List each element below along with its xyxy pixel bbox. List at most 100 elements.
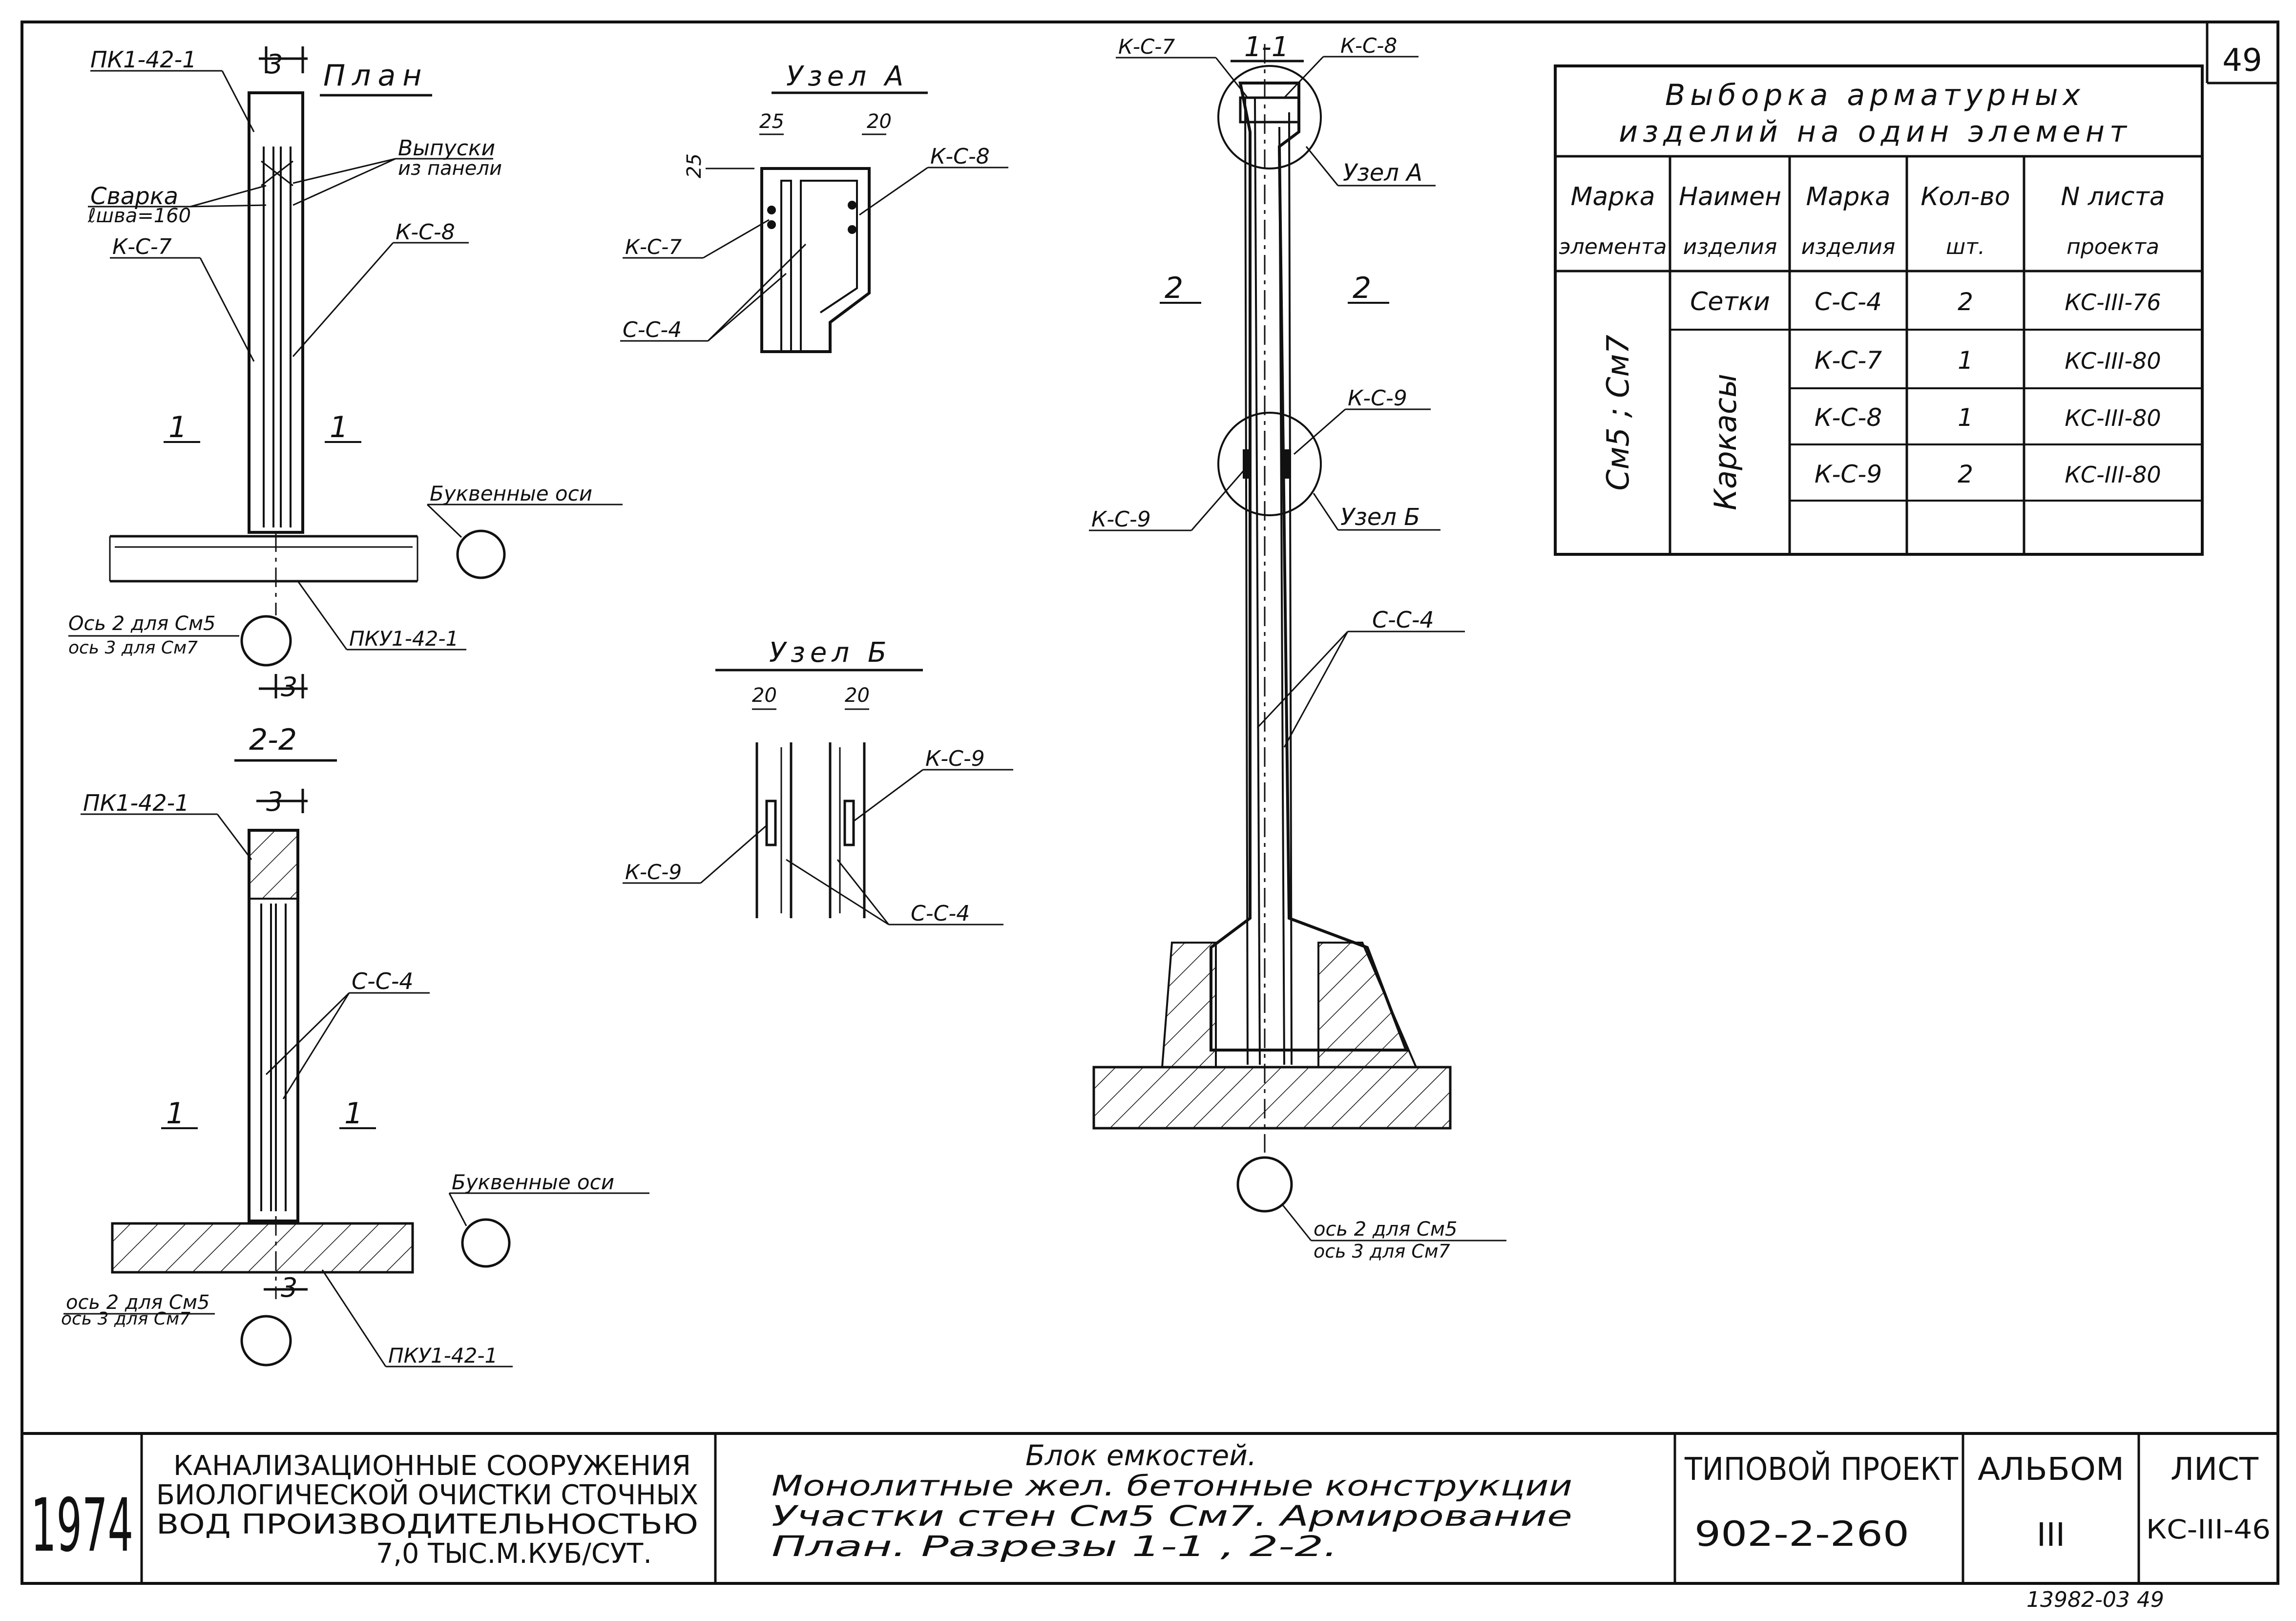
nodeB-dim-2: 20	[845, 684, 870, 707]
table-group-frames: Каркасы	[1708, 374, 1743, 510]
nodeB-dim-1: 20	[752, 684, 777, 707]
nodeA-kc7-label: К-С-7	[625, 235, 682, 259]
sec22-axis-note-1: ось 2 для См5	[66, 1291, 209, 1314]
title-year: 1974	[31, 1483, 133, 1568]
sec11-node-b-circle	[1217, 412, 1322, 516]
sec11-axis-note-2: ось 3 для См7	[1314, 1241, 1450, 1262]
sec22-slab	[111, 1222, 414, 1274]
row1-sheet: КС-III-76	[2065, 289, 2161, 316]
header-sheet-1: N листа	[2061, 182, 2165, 211]
plan-kc7-label: К-С-7	[112, 234, 172, 259]
plan-letter-axes-label: Буквенные оси	[430, 482, 592, 505]
sec22-number-axis-bubble	[240, 1315, 292, 1367]
row2-mark: К-С-7	[1815, 346, 1882, 375]
row1-mark: С-С-4	[1815, 288, 1882, 316]
plan-welding-2: ℓшва=160	[87, 205, 191, 227]
sec22-axis-note-2: ось 3 для См7	[61, 1309, 190, 1329]
album-number: III	[2037, 1516, 2065, 1554]
plan-view: План 3 ПК1-42-1 Выпуски из панели Сварка…	[68, 46, 623, 702]
nodeB-kc9-left-label: К-С-9	[625, 860, 682, 884]
sheet-border	[21, 21, 2279, 1585]
sec11-kc9-left-label: К-С-9	[1091, 507, 1151, 532]
header-qty-2: шт.	[1946, 234, 1985, 259]
org-line-1: КАНАЛИЗАЦИОННЫЕ СООРУЖЕНИЯ	[173, 1450, 691, 1482]
org-line-3: ВОД ПРОИЗВОДИТЕЛЬНОСТЬЮ	[156, 1509, 698, 1540]
row3-qty: 1	[1958, 403, 1973, 432]
plan-letter-axis-bubble	[456, 529, 506, 579]
table-title-2: изделий на один элемент	[1619, 115, 2131, 149]
sec11-kc7-label: К-С-7	[1118, 35, 1175, 59]
sec11-nodeA-label: Узел А	[1343, 159, 1422, 187]
header-name-1: Наимен	[1679, 182, 1781, 211]
desc-line-3: Участки стен См5 См7. Армирование	[772, 1499, 1572, 1533]
row4-sheet: КС-III-80	[2065, 462, 2161, 488]
plan-axis-note-1: Ось 2 для См5	[68, 612, 215, 635]
nodeA-cc4-label: С-С-4	[623, 317, 682, 342]
sec22-section-right: 1	[344, 1096, 363, 1131]
plan-title: План	[323, 59, 428, 93]
sheet-number: 49	[2222, 42, 2262, 79]
sheet-code: КС-III-46	[2146, 1514, 2271, 1545]
section-1-1: 1-1 К-С-7 К-С-8 Узел А 2 2 К-С-9 К-С-9	[1089, 31, 1506, 1262]
sec11-nodeB-label: Узел Б	[1340, 504, 1420, 531]
header-name-2: изделия	[1683, 234, 1777, 259]
sec11-cc4-label: С-С-4	[1372, 607, 1434, 633]
row2-sheet: КС-III-80	[2065, 348, 2161, 374]
header-qty-1: Кол-во	[1920, 182, 2010, 211]
row3-sheet: КС-III-80	[2065, 405, 2161, 431]
sec22-cc4-label: С-С-4	[352, 968, 414, 994]
row1-qty: 2	[1958, 288, 1973, 316]
nodeA-dim-1: 25	[759, 110, 784, 133]
nodeA-dim-2: 20	[867, 110, 892, 133]
plan-outlets-2: из панели	[398, 157, 502, 180]
plan-number-axis-bubble	[240, 615, 292, 667]
table-element-mark: См5 ; См7	[1600, 335, 1636, 490]
plan-section-right: 1	[330, 410, 348, 444]
nodeB-cc4-label: С-С-4	[911, 901, 970, 926]
sec11-kc8-label: К-С-8	[1340, 34, 1397, 58]
sec22-beam-label: ПКУ1-42-1	[388, 1344, 498, 1368]
sec11-axis-note-1: ось 2 для См5	[1314, 1218, 1457, 1241]
plan-bottom-cut-mark: 3	[281, 672, 297, 702]
header-element-2: элемента	[1559, 234, 1667, 259]
plan-outlets-1: Выпуски	[398, 136, 495, 161]
header-mark-1: Марка	[1806, 182, 1890, 211]
row4-mark: К-С-9	[1815, 460, 1882, 488]
desc-line-4: План. Разрезы 1-1 , 2-2.	[772, 1530, 1338, 1563]
project-number: 902-2-260	[1694, 1514, 1909, 1554]
nodeA-dim-3: 25	[683, 153, 706, 178]
table-title-1: Выборка арматурных	[1665, 78, 2085, 112]
header-element-1: Марка	[1570, 182, 1655, 211]
sec22-letter-axes-label: Буквенные оси	[452, 1170, 614, 1194]
nodeB-kc9-right-label: К-С-9	[925, 746, 985, 771]
plan-panel-label: ПК1-42-1	[90, 46, 197, 73]
row2-qty: 1	[1958, 346, 1973, 375]
plan-beam-label: ПКУ1-42-1	[349, 627, 459, 651]
sec11-title: 1-1	[1244, 31, 1289, 63]
plan-cut-mark: 3	[266, 49, 283, 80]
table-group-nets: Сетки	[1690, 287, 1770, 316]
desc-line-1: Блок емкостей.	[1025, 1439, 1256, 1472]
sec22-title: 2-2	[249, 723, 297, 757]
section-2-2: 2-2 3 ПК1-42-1 С-С-4 1 1 Буквенные оси 3…	[61, 723, 649, 1368]
title-block: 1974 КАНАЛИЗАЦИОННЫЕ СООРУЖЕНИЯ БИОЛОГИЧ…	[22, 1432, 2278, 1583]
plan-axis-note-2: ось 3 для См7	[68, 638, 198, 658]
node-a-detail: Узел А 25 20 25 К-С-7 К-С-8 С-С-4	[620, 61, 1008, 353]
sec11-axis-bubble	[1236, 1156, 1293, 1213]
node-b-detail: Узел Б 20 20 К-С-9 К-С-9 С-С-4	[623, 637, 1013, 926]
row3-mark: К-С-8	[1815, 403, 1882, 432]
plan-section-left: 1	[168, 410, 187, 444]
sec11-section-right: 2	[1353, 271, 1371, 305]
nodeA-kc8-label: К-С-8	[930, 144, 990, 169]
spec-table: Выборка арматурных изделий на один элеме…	[1554, 64, 2204, 556]
org-line-4: 7,0 ТЫС.М.КУБ/СУТ.	[376, 1538, 652, 1570]
archive-code: 13982-03 49	[2026, 1587, 2164, 1612]
sec22-section-left: 1	[166, 1096, 185, 1131]
header-sheet-2: проекта	[2066, 234, 2159, 259]
row4-qty: 2	[1958, 460, 1973, 488]
sec22-bottom-cut-mark: 3	[281, 1272, 297, 1303]
sec22-letter-axis-bubble	[461, 1218, 511, 1268]
nodeB-title: Узел Б	[769, 637, 891, 669]
nodeA-title: Узел А	[786, 61, 908, 92]
